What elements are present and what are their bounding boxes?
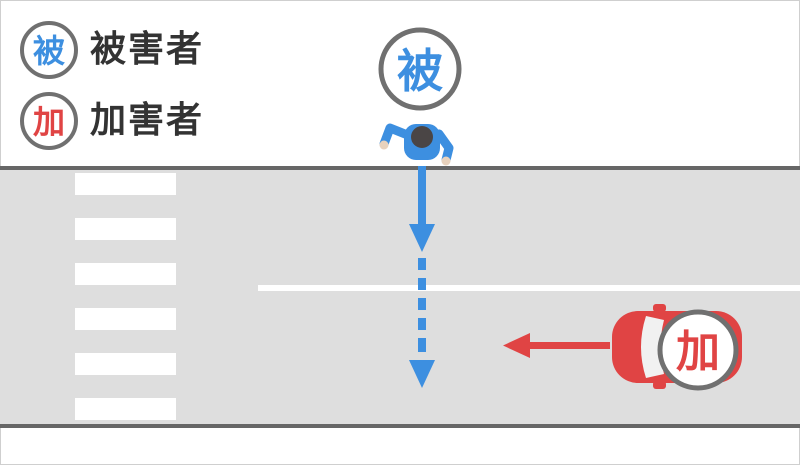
pedestrian-right-arm xyxy=(434,129,454,165)
legend-offender-ring xyxy=(20,92,78,150)
car-badge-text: 加 xyxy=(676,327,720,378)
legend-victim-ring xyxy=(20,21,78,79)
path-dash xyxy=(418,338,426,352)
crosswalk-stripe xyxy=(75,173,176,195)
legend-victim-badge-text: 被 xyxy=(33,32,65,70)
crosswalk-stripe xyxy=(75,353,176,375)
pedestrian-badge-text: 被 xyxy=(397,44,443,98)
car-path-shaft xyxy=(528,342,610,349)
path-solid-segment xyxy=(418,166,426,226)
legend-offender-badge: 加 xyxy=(20,92,78,150)
pedestrian-head xyxy=(411,126,433,148)
crosswalk-stripe xyxy=(75,398,176,420)
car-path xyxy=(503,333,610,358)
pedestrian-path xyxy=(409,166,435,388)
car-windshield xyxy=(641,316,664,378)
path-dash xyxy=(418,298,426,310)
road-edge-bottom xyxy=(0,424,800,428)
crosswalk-stripe xyxy=(75,263,176,285)
pedestrian-icon xyxy=(379,123,454,166)
crosswalk-stripe xyxy=(75,308,176,330)
road xyxy=(0,168,800,426)
path-dash xyxy=(418,318,426,330)
pedestrian-left-arm xyxy=(379,123,410,149)
car-arrowhead xyxy=(503,333,530,358)
pedestrian-hand xyxy=(379,140,389,150)
legend-victim-label: 被害者 xyxy=(90,29,205,70)
legend-victim-badge: 被 xyxy=(20,21,78,79)
arrowhead-solid xyxy=(409,224,435,252)
road-edge-top xyxy=(0,166,800,170)
pedestrian-badge: 被 xyxy=(378,27,462,111)
path-dash xyxy=(418,278,426,290)
car-mirror xyxy=(653,304,666,312)
center-line xyxy=(258,285,800,291)
crosswalk-stripe xyxy=(75,218,176,240)
legend-offender-badge-text: 加 xyxy=(33,103,65,141)
pedestrian-badge-ring xyxy=(378,27,462,111)
legend-offender-label: 加害者 xyxy=(90,100,205,141)
car-badge: 加 xyxy=(657,309,739,391)
car-badge-ring xyxy=(657,309,739,391)
arrowhead-dashed xyxy=(409,360,435,388)
crosswalk xyxy=(75,173,176,420)
path-dash xyxy=(418,258,426,270)
pedestrian-hand xyxy=(441,156,451,166)
